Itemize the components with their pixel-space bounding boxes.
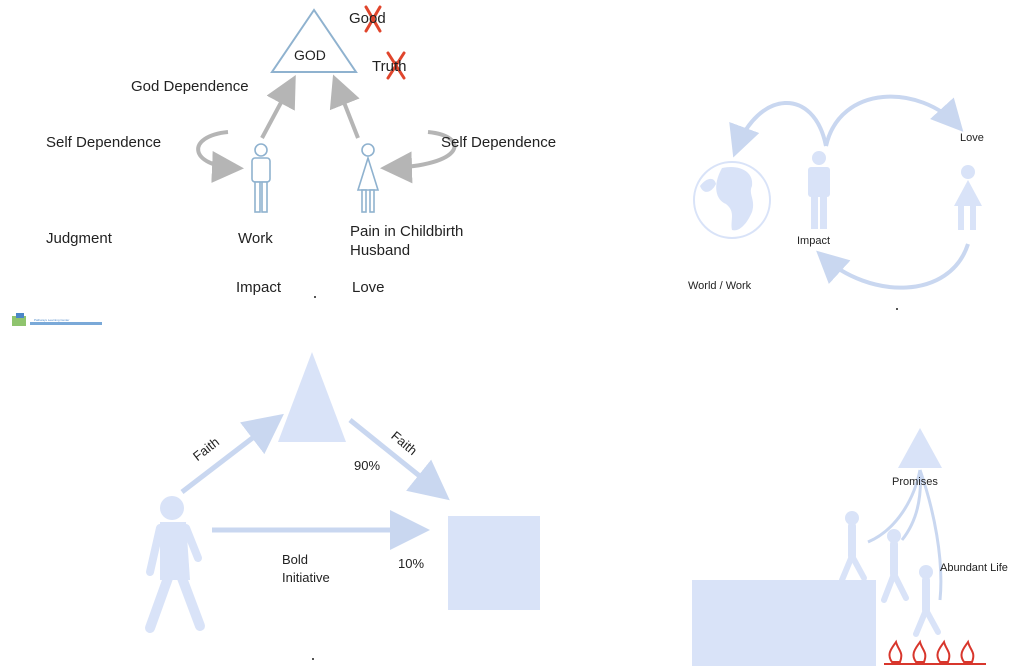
platform-block	[692, 580, 876, 666]
love-label: Love	[352, 279, 385, 296]
path-line-2	[900, 469, 922, 541]
fire-icon	[884, 639, 986, 665]
cross-mark-icon-good	[364, 5, 382, 33]
arrow-love-to-impact	[816, 243, 970, 290]
bold-initiative-line1: Bold	[282, 552, 309, 567]
climbing-people-icon	[839, 511, 941, 637]
arrow-man-to-god	[260, 74, 296, 139]
woman-icon-right	[954, 165, 982, 230]
truth-label: Truth	[372, 58, 407, 75]
self-dependence-label-left: Self Dependence	[46, 134, 162, 151]
world-work-label: World / Work	[688, 280, 752, 292]
promises-label: Promises	[892, 476, 938, 488]
good-label: Good	[349, 10, 386, 27]
path-line-1	[867, 469, 922, 544]
logo	[12, 313, 102, 326]
man-icon	[251, 143, 271, 213]
triangle-icon-promises	[898, 428, 942, 468]
impact-label-right: Impact	[797, 235, 831, 247]
path-line-3	[918, 469, 943, 601]
man-icon-right	[808, 151, 830, 229]
god-dependence-label: God Dependence	[131, 78, 249, 95]
self-dependence-arrow-right	[380, 130, 457, 184]
woman-icon	[356, 143, 380, 213]
square-icon	[448, 516, 540, 610]
faith-arrow-right	[348, 418, 450, 501]
walking-person-icon	[145, 496, 205, 633]
dot-marker	[314, 296, 316, 298]
love-label-right: Love	[960, 132, 984, 144]
globe-icon	[693, 161, 771, 239]
dot-marker-bottom	[312, 658, 314, 660]
impact-label: Impact	[236, 279, 282, 296]
pain-label-line1: Pain in Childbirth	[350, 223, 464, 240]
arrow-impact-to-love	[824, 94, 964, 147]
logo-text: Pathways Learning Center	[34, 318, 70, 322]
abundant-life-label: Abundant Life	[940, 562, 1008, 574]
work-label: Work	[238, 230, 273, 247]
self-dependence-arrow-left	[196, 130, 244, 183]
arrow-woman-to-god	[329, 74, 360, 139]
triangle-icon-bottom	[278, 352, 346, 442]
percent-10-label: 10%	[398, 556, 425, 571]
faith-arrow-left	[180, 413, 284, 494]
percent-90-label: 90%	[354, 458, 381, 473]
bold-initiative-line2: Initiative	[282, 570, 330, 585]
god-label: GOD	[294, 47, 326, 63]
god-triangle	[270, 8, 358, 73]
pain-label-line2: Husband	[350, 242, 411, 259]
judgment-label: Judgment	[46, 230, 112, 247]
arrow-impact-to-world	[729, 101, 828, 158]
self-dependence-label-right: Self Dependence	[441, 134, 557, 151]
cross-mark-icon-truth	[386, 51, 406, 80]
dot-marker-right	[896, 308, 898, 310]
